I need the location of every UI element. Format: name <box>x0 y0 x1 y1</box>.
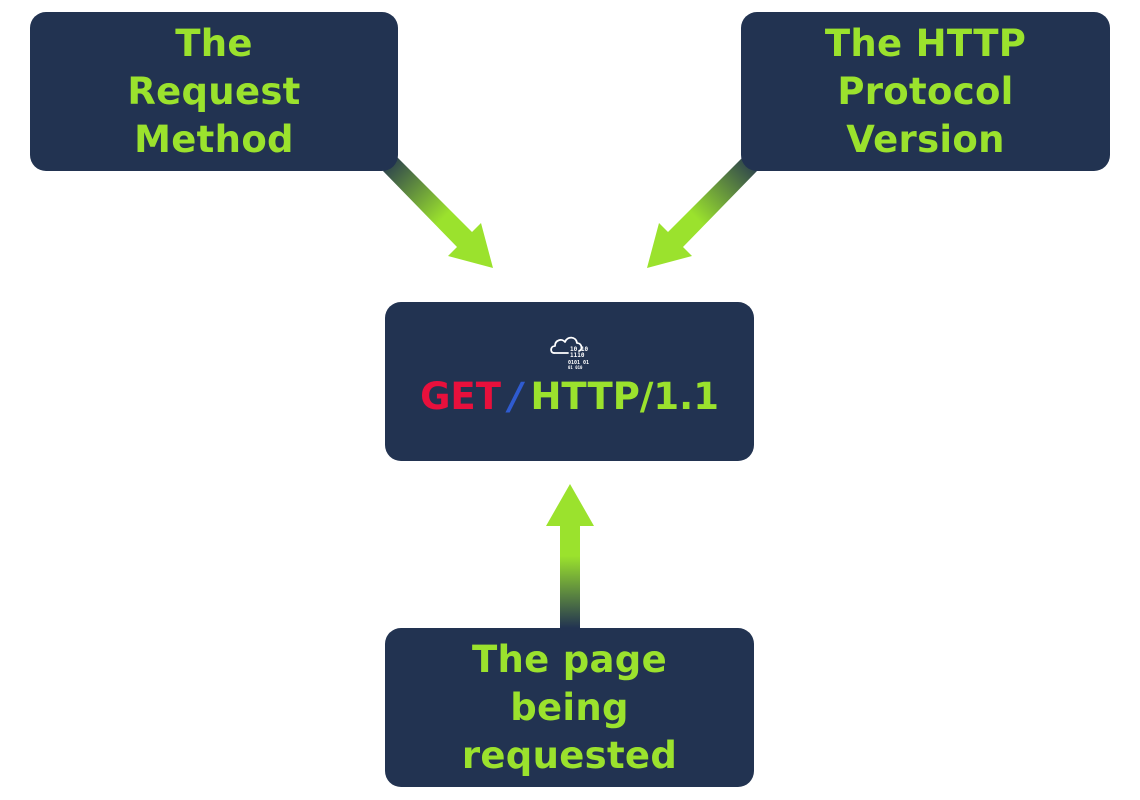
request-method-box: The Request Method <box>30 12 398 171</box>
arrow-page-to-request <box>546 484 594 628</box>
request-line-text: GET/HTTP/1.1 <box>420 375 719 419</box>
cloud-digits-4: 01 010 <box>568 365 583 370</box>
protocol-version-label: The HTTP Protocol Version <box>824 21 1027 161</box>
requested-page-box: The page being requested <box>385 628 754 787</box>
cloud-digits-2: 1110 <box>570 352 585 359</box>
request-method-token: GET <box>420 374 501 418</box>
request-method-label: The Request Method <box>127 21 301 161</box>
cloud-digits-3: 0101 01 <box>568 360 589 366</box>
protocol-version-box: The HTTP Protocol Version <box>741 12 1110 171</box>
request-path-token: / <box>508 374 523 418</box>
protocol-version-token: HTTP/1.1 <box>530 374 719 418</box>
arrow-version-to-request <box>647 157 757 268</box>
arrow-method-to-request <box>383 157 493 268</box>
request-line-box: 10 10 1110 0101 01 01 010 GET/HTTP/1.1 <box>385 302 754 461</box>
cloud-digits-1: 10 10 <box>570 346 588 353</box>
cloud-data-icon: 10 10 1110 0101 01 01 010 <box>548 331 592 371</box>
requested-page-label: The page being requested <box>461 637 678 777</box>
